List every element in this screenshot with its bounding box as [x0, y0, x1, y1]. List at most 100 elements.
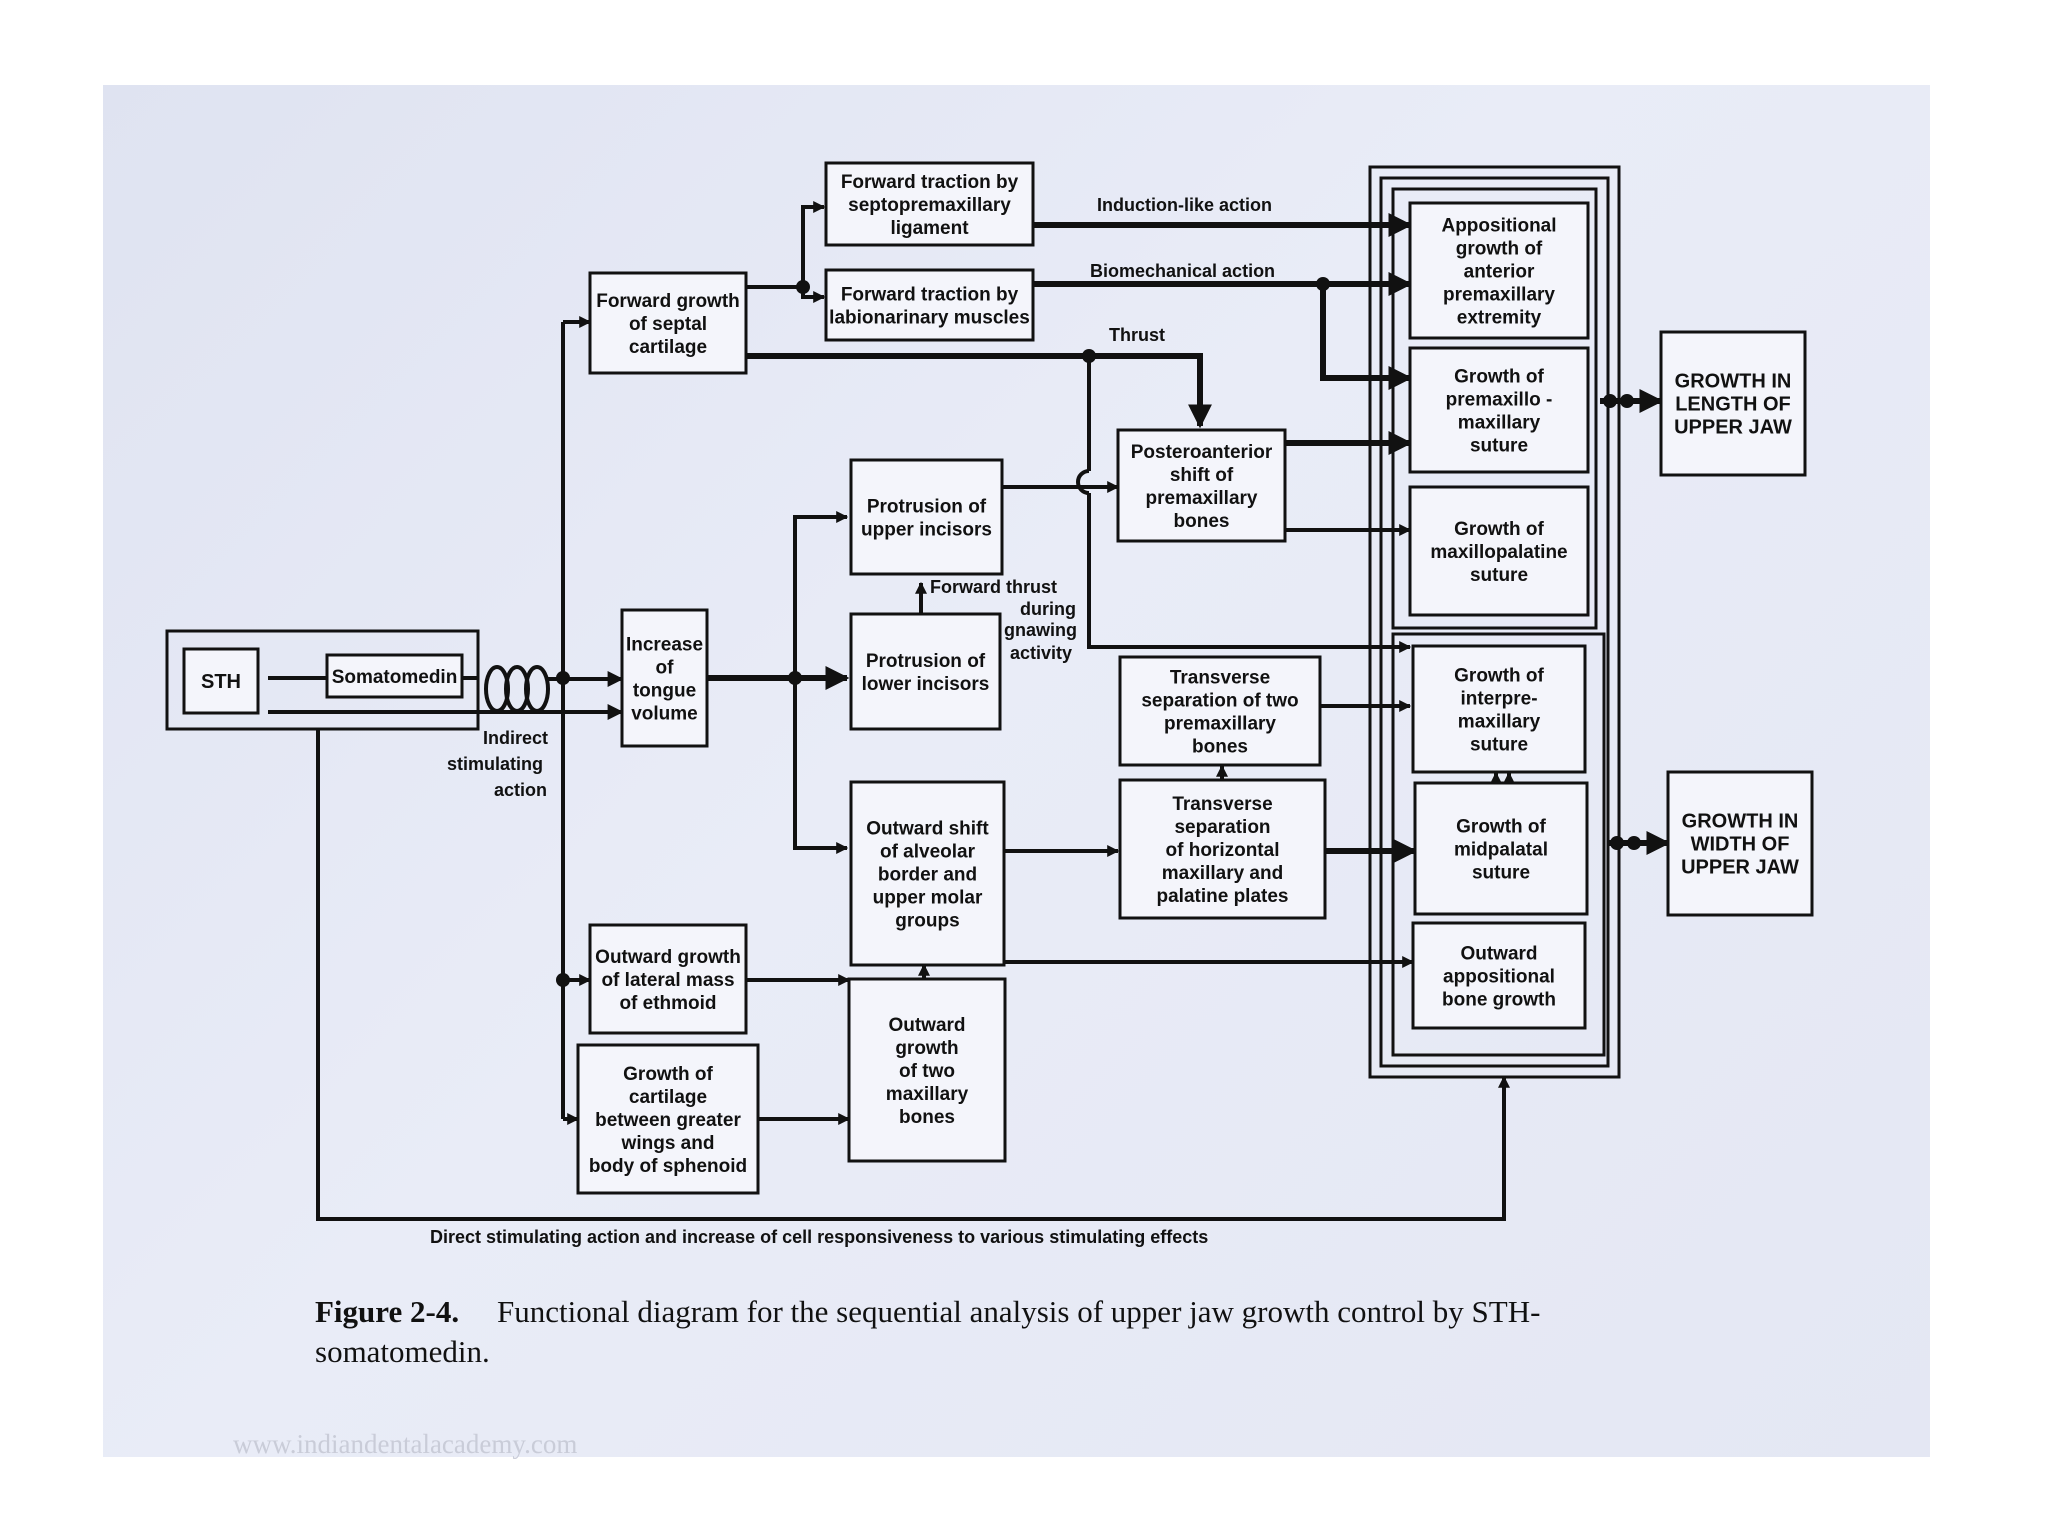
box-tongue-line: Increase: [626, 635, 703, 656]
box-protrusion-lower-line: lower incisors: [862, 674, 990, 695]
box-tongue-line: volume: [631, 704, 698, 725]
svg-text:gnawing: gnawing: [1004, 620, 1077, 640]
box-septoprem: Forward traction byseptopremaxillaryliga…: [824, 161, 1035, 247]
box-outward-shift-line: of alveolar: [880, 842, 976, 863]
svg-text:stimulating: stimulating: [447, 754, 543, 774]
box-somatomedin: Somatomedin: [325, 653, 464, 699]
box-midpalatal-line: Growth of: [1456, 817, 1546, 838]
box-premaxillomaxillary-line: Growth of: [1454, 367, 1544, 388]
svg-text:action: action: [494, 780, 547, 800]
thrust-label: Thrust: [1109, 325, 1165, 345]
box-maxillopalatine-line: maxillopalatine: [1430, 542, 1567, 563]
box-transverse-horizontal-line: of horizontal: [1166, 840, 1280, 861]
box-labio-line: Forward traction by: [841, 285, 1019, 306]
box-outward-appositional-line: appositional: [1443, 967, 1555, 988]
caption-line-1: Functional diagram for the sequential an…: [497, 1294, 1540, 1329]
box-outward-shift-line: border and: [878, 865, 977, 886]
caption-line-2: somatomedin.: [315, 1334, 490, 1369]
box-transverse-two-line: separation of two: [1141, 691, 1298, 712]
box-growth-length-line: LENGTH OF: [1675, 394, 1791, 416]
box-septoprem-line: septopremaxillary: [848, 195, 1011, 216]
box-protrusion-lower-line: Protrusion of: [866, 651, 986, 672]
box-protrusion-upper-line: Protrusion of: [867, 497, 987, 518]
box-appositional-anterior-line: anterior: [1464, 262, 1535, 283]
box-midpalatal-line: suture: [1472, 863, 1530, 884]
sth-somatomedin-frame: [165, 629, 480, 731]
box-ethmoid-line: of ethmoid: [619, 993, 716, 1014]
box-growth-length-line: UPPER JAW: [1674, 417, 1792, 439]
box-growth-width-line: GROWTH IN: [1682, 811, 1799, 833]
box-maxillopalatine-line: suture: [1470, 565, 1528, 586]
box-posteroanterior-line: Posteroanterior: [1131, 442, 1273, 463]
box-midpalatal-line: midpalatal: [1454, 840, 1548, 861]
box-growth-width-line: UPPER JAW: [1681, 857, 1799, 879]
box-tongue-line: tongue: [633, 681, 696, 702]
svg-text:Indirect: Indirect: [483, 728, 548, 748]
box-appositional-anterior-line: growth of: [1456, 239, 1543, 260]
box-appositional-anterior-line: premaxillary: [1443, 285, 1555, 306]
box-posteroanterior-line: bones: [1174, 511, 1230, 532]
box-growth-width-line: WIDTH OF: [1691, 834, 1790, 856]
box-posteroanterior-line: shift of: [1170, 465, 1234, 486]
box-outward-shift-line: Outward shift: [866, 819, 989, 840]
connectors: [268, 201, 1671, 1221]
indirect-action-coil: [484, 665, 550, 713]
box-transverse-horizontal-line: maxillary and: [1162, 863, 1283, 884]
box-two-maxillary-line: of two: [899, 1061, 955, 1082]
box-septal-line: of septal: [629, 314, 707, 335]
box-ethmoid-line: Outward growth: [595, 947, 741, 968]
box-interpremaxillary-line: Growth of: [1454, 666, 1544, 687]
box-appositional-anterior-line: Appositional: [1441, 216, 1556, 237]
box-two-maxillary-line: Outward: [888, 1015, 965, 1036]
box-sphenoid-line: Growth of: [623, 1064, 713, 1085]
svg-text:activity: activity: [1010, 643, 1072, 663]
direct-stimulating-label: Direct stimulating action and increase o…: [430, 1227, 1208, 1247]
box-growth-length-line: GROWTH IN: [1675, 371, 1792, 393]
box-two-maxillary-line: maxillary: [886, 1084, 969, 1105]
box-transverse-two-line: Transverse: [1170, 668, 1270, 689]
watermark: www.indiandentalacademy.com: [233, 1429, 577, 1459]
box-protrusion-upper-line: upper incisors: [861, 520, 992, 541]
box-sth-line: STH: [201, 671, 241, 693]
svg-text:during: during: [1020, 599, 1076, 619]
figure-caption: Figure 2-4. Functional diagram for the s…: [315, 1294, 1540, 1369]
forward-thrust-label: Forward thrust during gnawing activity: [930, 577, 1077, 663]
box-premaxillomaxillary-line: suture: [1470, 436, 1528, 457]
box-transverse-two-line: premaxillary: [1164, 714, 1276, 735]
box-sphenoid-line: cartilage: [629, 1087, 707, 1108]
box-outward-appositional-line: Outward: [1460, 944, 1537, 965]
box-transverse-two-line: bones: [1192, 737, 1248, 758]
box-transverse-horizontal-line: Transverse: [1172, 794, 1272, 815]
box-sphenoid-line: body of sphenoid: [589, 1156, 747, 1177]
box-septal-line: Forward growth: [596, 291, 740, 312]
biomechanical-label: Biomechanical action: [1090, 261, 1275, 281]
box-outward-shift-line: groups: [895, 911, 959, 932]
figure-number: Figure 2-4.: [315, 1294, 459, 1329]
box-ethmoid-line: of lateral mass: [601, 970, 734, 991]
box-transverse-horizontal-line: separation: [1174, 817, 1270, 838]
box-two-maxillary-line: growth: [895, 1038, 958, 1059]
box-premaxillomaxillary-line: premaxillo -: [1446, 390, 1553, 411]
box-interpremaxillary-line: suture: [1470, 735, 1528, 756]
box-sth: STH: [182, 647, 260, 715]
box-septoprem-line: ligament: [890, 218, 969, 239]
indirect-label: Indirect stimulating action: [447, 728, 548, 800]
